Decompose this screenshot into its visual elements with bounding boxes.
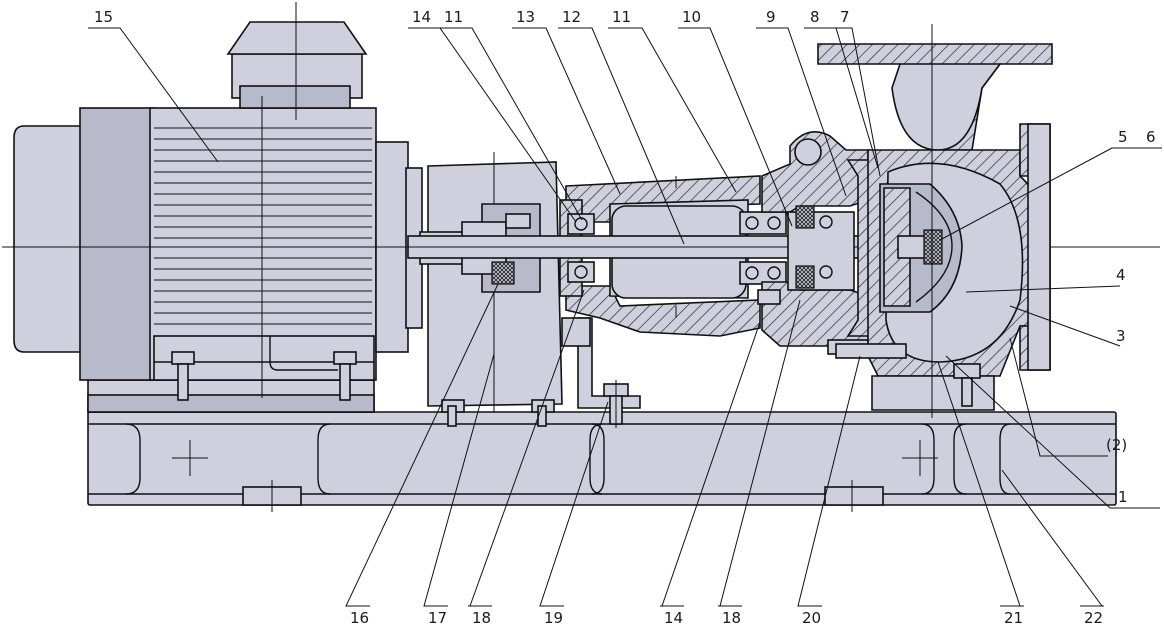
callout-20: 20: [802, 609, 821, 627]
callout-22: 22: [1084, 609, 1103, 627]
callout-14-top: 14: [412, 8, 431, 26]
callout-6: 6: [1146, 128, 1156, 146]
callout-4: 4: [1116, 266, 1126, 284]
callout-labels: 15 14 11 13 12 11 10 9 8 7 5 6 4 3 (2) 1…: [94, 8, 1156, 627]
callout-2: (2): [1106, 436, 1127, 454]
callout-3: 3: [1116, 327, 1126, 345]
motor-cooling-fins: [154, 127, 372, 325]
callout-7: 7: [840, 8, 850, 26]
callout-18-left: 18: [472, 609, 491, 627]
callout-11-top-left: 11: [444, 8, 463, 26]
base-frame: [87, 379, 1117, 512]
callout-16: 16: [350, 609, 369, 627]
pump-casing: [817, 24, 1053, 418]
bearing-right: [739, 211, 787, 285]
callout-19: 19: [544, 609, 563, 627]
callout-10: 10: [682, 8, 701, 26]
callout-13: 13: [516, 8, 535, 26]
callout-14-bottom: 14: [664, 609, 683, 627]
callout-15: 15: [94, 8, 113, 26]
callout-5: 5: [1118, 128, 1128, 146]
bearing-housing: [2, 175, 1160, 428]
callout-9: 9: [766, 8, 776, 26]
callout-11-top-right: 11: [612, 8, 631, 26]
callout-12: 12: [562, 8, 581, 26]
motor: [13, 2, 423, 401]
callout-17: 17: [428, 609, 447, 627]
callout-1: 1: [1118, 488, 1128, 506]
callout-8: 8: [810, 8, 820, 26]
callout-18-right: 18: [722, 609, 741, 627]
callout-21: 21: [1004, 609, 1023, 627]
